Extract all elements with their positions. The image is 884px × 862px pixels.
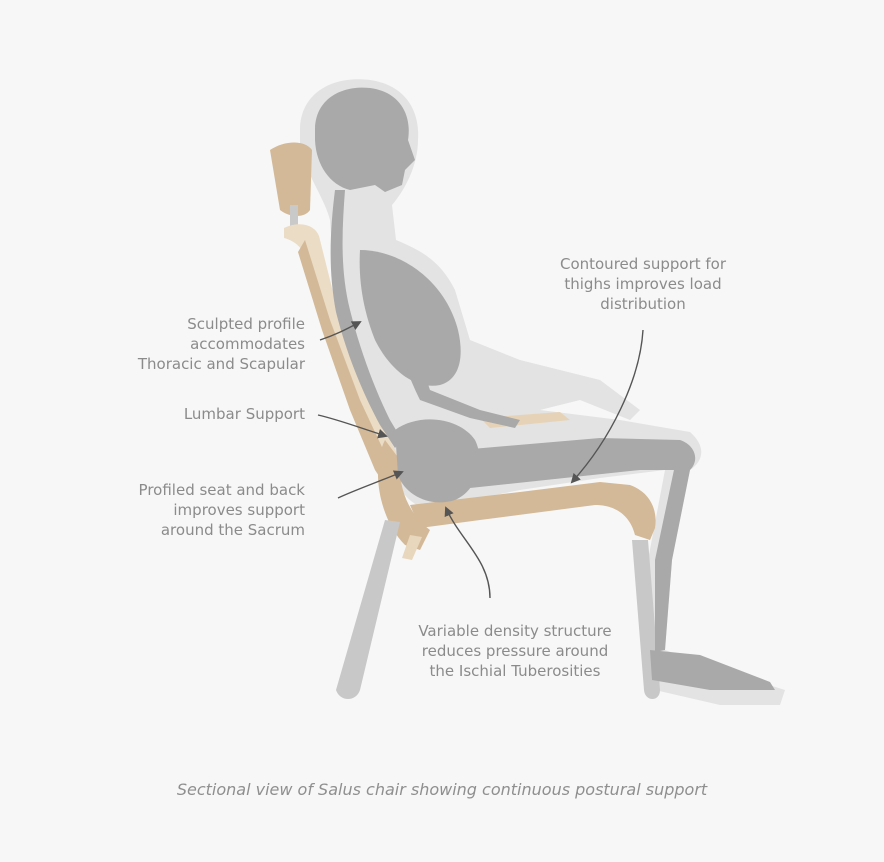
annotation-thoracic: Sculpted profile accommodates Thoracic a… — [110, 314, 305, 374]
annotation-sacrum: Profiled seat and back improves support … — [100, 480, 305, 540]
figure-caption: Sectional view of Salus chair showing co… — [0, 780, 884, 799]
annotation-thighs: Contoured support for thighs improves lo… — [538, 254, 748, 314]
annotation-ischial: Variable density structure reduces press… — [395, 621, 635, 681]
annotation-lumbar: Lumbar Support — [110, 404, 305, 424]
chair-headrest — [270, 143, 312, 217]
